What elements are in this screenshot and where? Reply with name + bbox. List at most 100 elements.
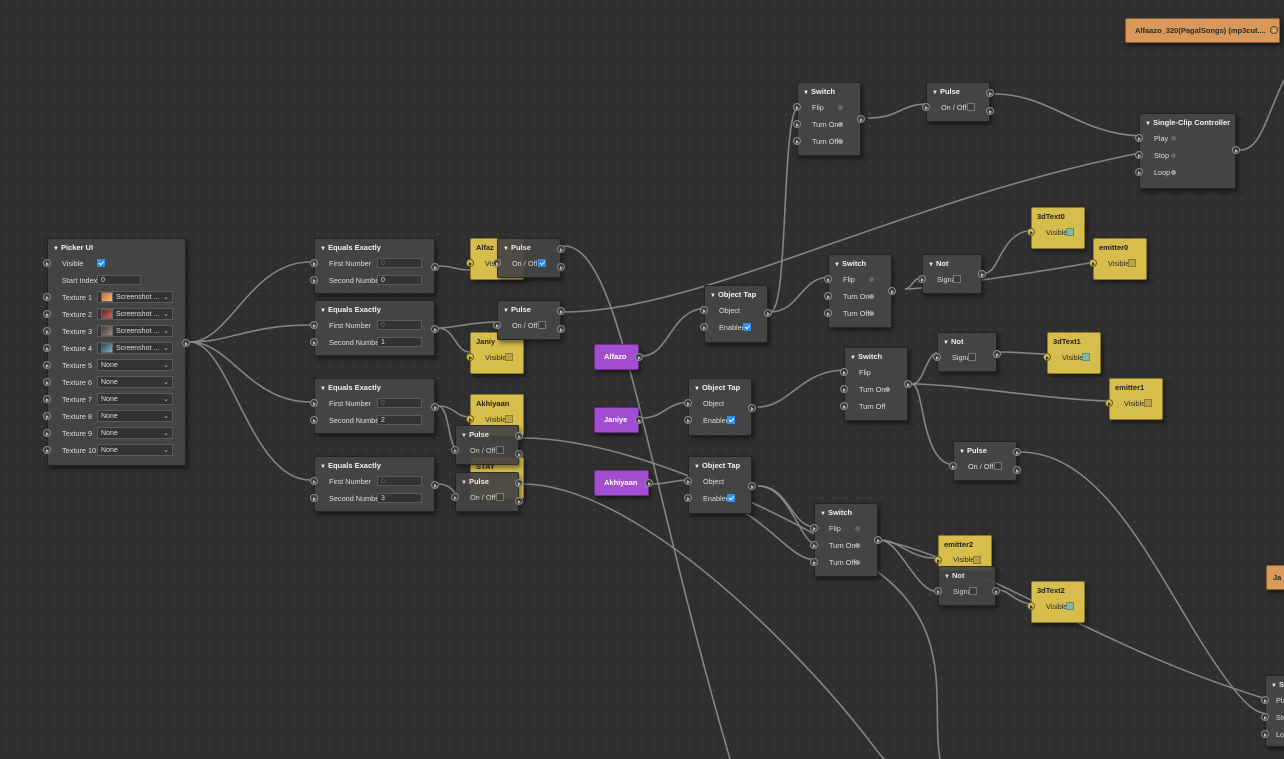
input-pin-icon[interactable]: [43, 412, 51, 420]
collapse-triangle-icon[interactable]: ▼: [53, 246, 59, 252]
input-pin-icon[interactable]: [840, 385, 848, 393]
enabled-checkbox[interactable]: [727, 494, 735, 502]
collapse-triangle-icon[interactable]: ▼: [710, 293, 716, 299]
input-pin-icon[interactable]: [310, 399, 318, 407]
input-pin-icon[interactable]: [310, 259, 318, 267]
collapse-triangle-icon[interactable]: ▼: [850, 355, 856, 361]
audio-clip-node-partial[interactable]: Ja: [1266, 565, 1284, 590]
output-pin-icon[interactable]: [857, 115, 865, 123]
output-pin-icon[interactable]: [557, 263, 565, 271]
output-pin-icon[interactable]: [986, 107, 994, 115]
second-number-field[interactable]: 0: [377, 275, 422, 285]
collapse-triangle-icon[interactable]: ▼: [820, 511, 826, 517]
output-pin-icon[interactable]: [904, 380, 912, 388]
collapse-triangle-icon[interactable]: ▼: [834, 262, 840, 268]
single-clip-controller-node[interactable]: ▼Single-Clip Controller Play Stop Loop: [1135, 113, 1240, 189]
output-pin-icon[interactable]: [874, 536, 882, 544]
texture-select[interactable]: None⌄: [97, 410, 173, 422]
input-pin-icon[interactable]: [793, 103, 801, 111]
first-number-field[interactable]: 0: [377, 258, 422, 268]
visible-checkbox[interactable]: [505, 353, 513, 361]
collapse-triangle-icon[interactable]: ▼: [1271, 683, 1277, 689]
input-pin-icon[interactable]: [700, 323, 708, 331]
output-pin-icon[interactable]: [1013, 448, 1021, 456]
output-pin-icon[interactable]: [515, 432, 523, 440]
single-clip-controller-node-partial[interactable]: ▼Si Pla Sto Loo: [1261, 675, 1284, 747]
pulse-node-4[interactable]: ▼Pulse On / Off: [922, 82, 994, 122]
input-pin-icon[interactable]: [1261, 713, 1269, 721]
input-pin-icon[interactable]: [43, 259, 51, 267]
input-pin-icon[interactable]: [43, 310, 51, 318]
input-pin-icon[interactable]: [1027, 228, 1035, 236]
emitter0-node[interactable]: emitter0 Visible: [1089, 238, 1147, 280]
janiye-object-node[interactable]: Janiye: [594, 407, 643, 433]
second-number-field[interactable]: 3: [377, 493, 422, 503]
output-pin-icon[interactable]: [182, 339, 190, 347]
output-pin-icon[interactable]: [431, 403, 439, 411]
input-pin-icon[interactable]: [1027, 602, 1035, 610]
input-pin-icon[interactable]: [684, 477, 692, 485]
input-pin-icon[interactable]: [810, 558, 818, 566]
alfazo-object-node[interactable]: Alfazo: [594, 344, 643, 370]
collapse-triangle-icon[interactable]: ▼: [944, 574, 950, 580]
input-pin-icon[interactable]: [810, 541, 818, 549]
texture-select[interactable]: None⌄: [97, 376, 173, 388]
output-pin-icon[interactable]: [992, 587, 1000, 595]
input-pin-icon[interactable]: [310, 477, 318, 485]
pulse-node-1[interactable]: ▼Pulse On / Off: [493, 300, 565, 340]
input-pin-icon[interactable]: [310, 276, 318, 284]
on-off-checkbox[interactable]: [538, 259, 546, 267]
output-pin-icon[interactable]: [515, 450, 523, 458]
emitter2-node[interactable]: emitter2 Visible: [934, 535, 992, 571]
collapse-triangle-icon[interactable]: ▼: [320, 308, 326, 314]
signal-checkbox[interactable]: [968, 353, 976, 361]
output-pin-icon[interactable]: [635, 416, 643, 424]
output-pin-icon[interactable]: [557, 325, 565, 333]
input-pin-icon[interactable]: [310, 416, 318, 424]
pulse-node-0[interactable]: ▼Pulse On / Off: [493, 238, 565, 278]
collapse-triangle-icon[interactable]: ▼: [943, 340, 949, 346]
input-pin-icon[interactable]: [793, 137, 801, 145]
input-pin-icon[interactable]: [1261, 696, 1269, 704]
texture-select[interactable]: None⌄: [97, 427, 173, 439]
output-pin-icon[interactable]: [1232, 146, 1240, 154]
texture-select[interactable]: Screenshot ...⌄: [97, 342, 173, 354]
input-pin-icon[interactable]: [1043, 353, 1051, 361]
input-pin-icon[interactable]: [310, 321, 318, 329]
input-pin-icon[interactable]: [1135, 134, 1143, 142]
input-pin-icon[interactable]: [824, 292, 832, 300]
input-pin-icon[interactable]: [922, 103, 930, 111]
input-pin-icon[interactable]: [43, 344, 51, 352]
input-pin-icon[interactable]: [466, 259, 474, 267]
3dtext2-node[interactable]: 3dText2 Visible: [1027, 581, 1085, 623]
on-off-checkbox[interactable]: [496, 446, 504, 454]
second-number-field[interactable]: 1: [377, 337, 422, 347]
texture-select[interactable]: None⌄: [97, 359, 173, 371]
collapse-triangle-icon[interactable]: ▼: [461, 433, 467, 439]
input-pin-icon[interactable]: [1089, 259, 1097, 267]
collapse-triangle-icon[interactable]: ▼: [694, 386, 700, 392]
input-pin-icon[interactable]: [934, 587, 942, 595]
output-pin-icon[interactable]: [986, 89, 994, 97]
output-pin-icon[interactable]: [978, 270, 986, 278]
collapse-triangle-icon[interactable]: ▼: [503, 308, 509, 314]
input-pin-icon[interactable]: [43, 446, 51, 454]
output-pin-icon[interactable]: [515, 479, 523, 487]
collapse-triangle-icon[interactable]: ▼: [959, 449, 965, 455]
collapse-triangle-icon[interactable]: ▼: [928, 262, 934, 268]
first-number-field[interactable]: 0: [377, 476, 422, 486]
input-pin-icon[interactable]: [684, 494, 692, 502]
collapse-triangle-icon[interactable]: ▼: [932, 90, 938, 96]
input-pin-icon[interactable]: [918, 275, 926, 283]
input-pin-icon[interactable]: [43, 293, 51, 301]
texture-select[interactable]: Screenshot ...⌄: [97, 308, 173, 320]
input-pin-icon[interactable]: [700, 306, 708, 314]
collapse-triangle-icon[interactable]: ▼: [320, 464, 326, 470]
output-pin-icon[interactable]: [888, 287, 896, 295]
input-pin-icon[interactable]: [793, 120, 801, 128]
enabled-checkbox[interactable]: [743, 323, 751, 331]
input-pin-icon[interactable]: [840, 368, 848, 376]
input-pin-icon[interactable]: [684, 416, 692, 424]
3dtext1-node[interactable]: 3dText1 Visible: [1043, 332, 1101, 374]
